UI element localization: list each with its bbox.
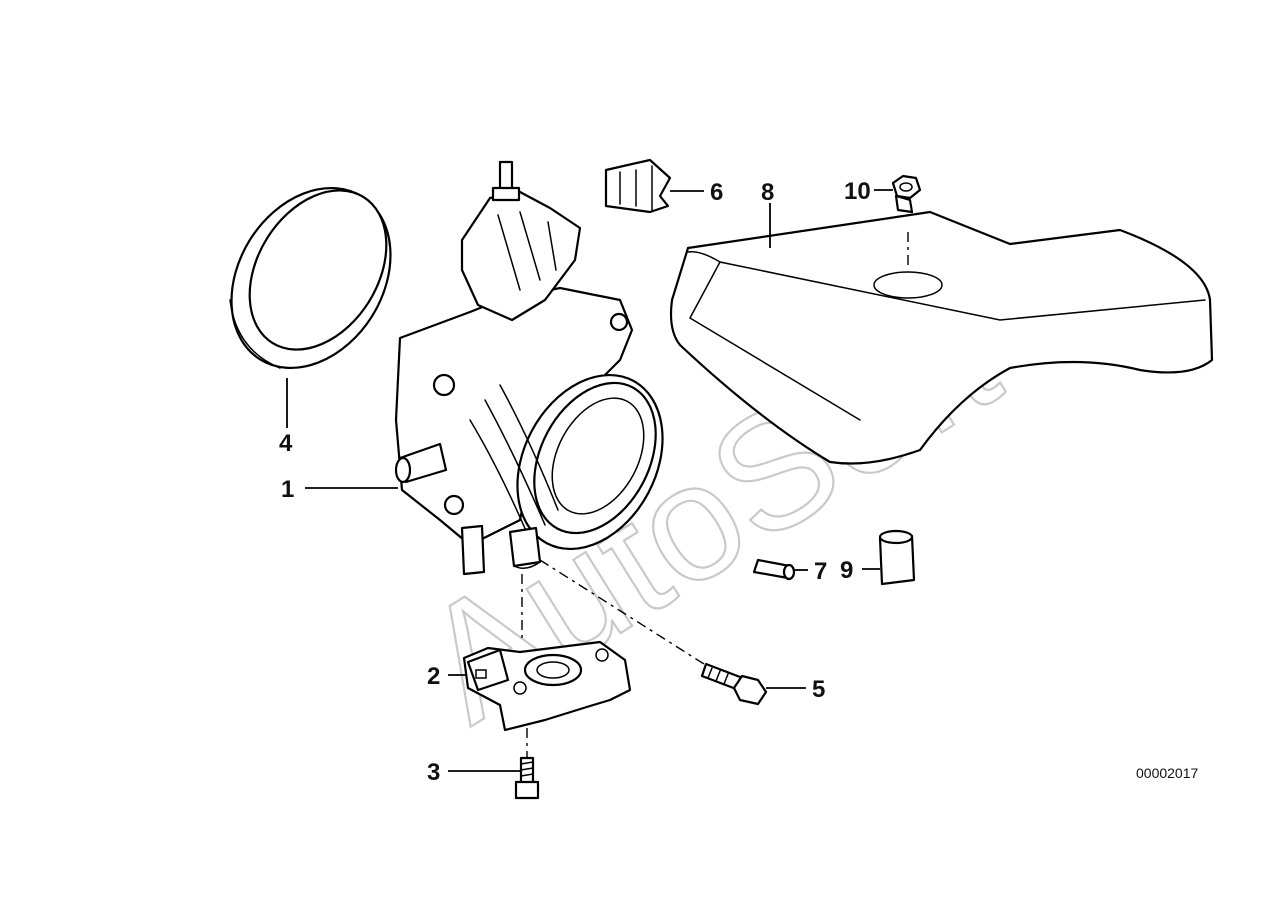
part-6-clip[interactable]	[604, 158, 672, 214]
part-3-screw[interactable]	[514, 756, 540, 800]
callout-6[interactable]: 6	[710, 179, 723, 206]
part-7-pin[interactable]	[752, 558, 796, 581]
part-4-ring[interactable]	[199, 158, 423, 397]
callout-9[interactable]: 9	[840, 557, 853, 584]
callout-10[interactable]: 10	[844, 178, 871, 205]
callout-7[interactable]: 7	[814, 558, 827, 585]
callout-5[interactable]: 5	[812, 676, 825, 703]
callout-4[interactable]: 4	[279, 430, 293, 457]
drawing-number: 00002017	[1136, 765, 1199, 781]
callout-2[interactable]: 2	[427, 663, 440, 690]
part-8-cover[interactable]	[669, 210, 1214, 465]
part-5-bolt[interactable]	[700, 662, 768, 706]
part-1-throttle-body[interactable]	[394, 160, 691, 576]
callout-3[interactable]: 3	[427, 759, 440, 786]
callout-1[interactable]: 1	[281, 476, 294, 503]
part-9-sleeve[interactable]	[878, 529, 916, 586]
part-10-nut[interactable]	[891, 174, 922, 214]
part-2-sensor[interactable]	[462, 640, 632, 732]
assembly-line-bolt	[539, 559, 705, 665]
callout-8[interactable]: 8	[761, 179, 774, 206]
